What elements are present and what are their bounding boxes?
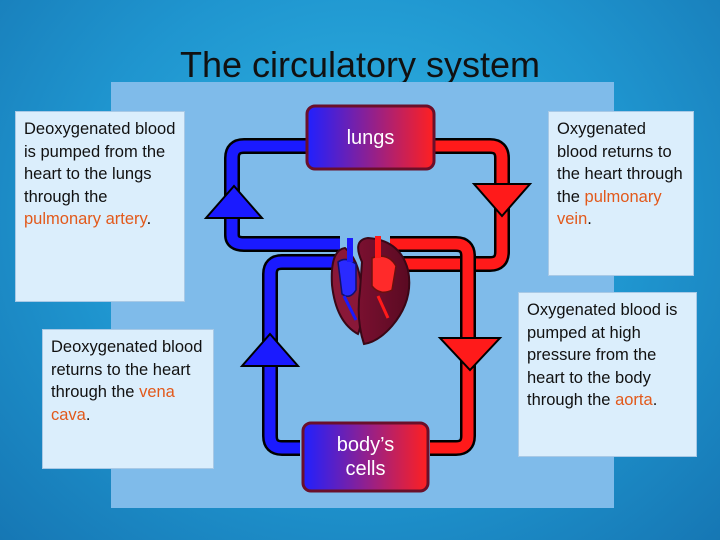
lungs-node <box>305 104 436 171</box>
note-end: . <box>587 210 592 228</box>
body-cells-label-line1: body’s <box>336 434 395 456</box>
note-highlight: aorta <box>615 391 653 409</box>
lungs-label: lungs <box>346 127 395 149</box>
note-text: Deoxygenated blood is pumped from the he… <box>24 120 176 206</box>
note-text: Oxygenated blood is pumped at high press… <box>527 301 678 409</box>
note-end: . <box>146 210 152 228</box>
pulmonary-vein-note: Oxygenated blood returns to the heart th… <box>548 111 694 276</box>
note-end: . <box>652 391 658 409</box>
body-cells-node <box>301 421 430 493</box>
arrow-down-aorta-icon <box>437 337 503 372</box>
body-cells-label: body’s cells <box>303 433 428 481</box>
note-text: Oxygenated blood returns to the heart th… <box>557 120 683 206</box>
note-end: . <box>85 405 91 424</box>
heart-icon <box>330 236 411 346</box>
body-cells-label-line2: cells <box>345 458 386 480</box>
note-text: Deoxygenated blood returns to the heart … <box>51 338 203 401</box>
aorta-note: Oxygenated blood is pumped at high press… <box>518 292 697 457</box>
note-highlight: vena cava <box>51 383 175 424</box>
note-highlight: pulmonary artery <box>24 210 147 228</box>
vena-cava-note: Deoxygenated blood returns to the heart … <box>42 329 214 469</box>
arrow-down-pulmonary-vein-icon <box>471 183 533 218</box>
pulmonary-artery-note: Deoxygenated blood is pumped from the he… <box>15 111 185 302</box>
note-highlight: pulmonary vein <box>557 187 662 229</box>
pulmonary-artery-path <box>224 138 312 235</box>
page-title: The circulatory system <box>179 44 541 85</box>
arrow-up-pulmonary-icon <box>203 184 265 219</box>
arrow-up-vena-cava-icon <box>239 332 301 367</box>
